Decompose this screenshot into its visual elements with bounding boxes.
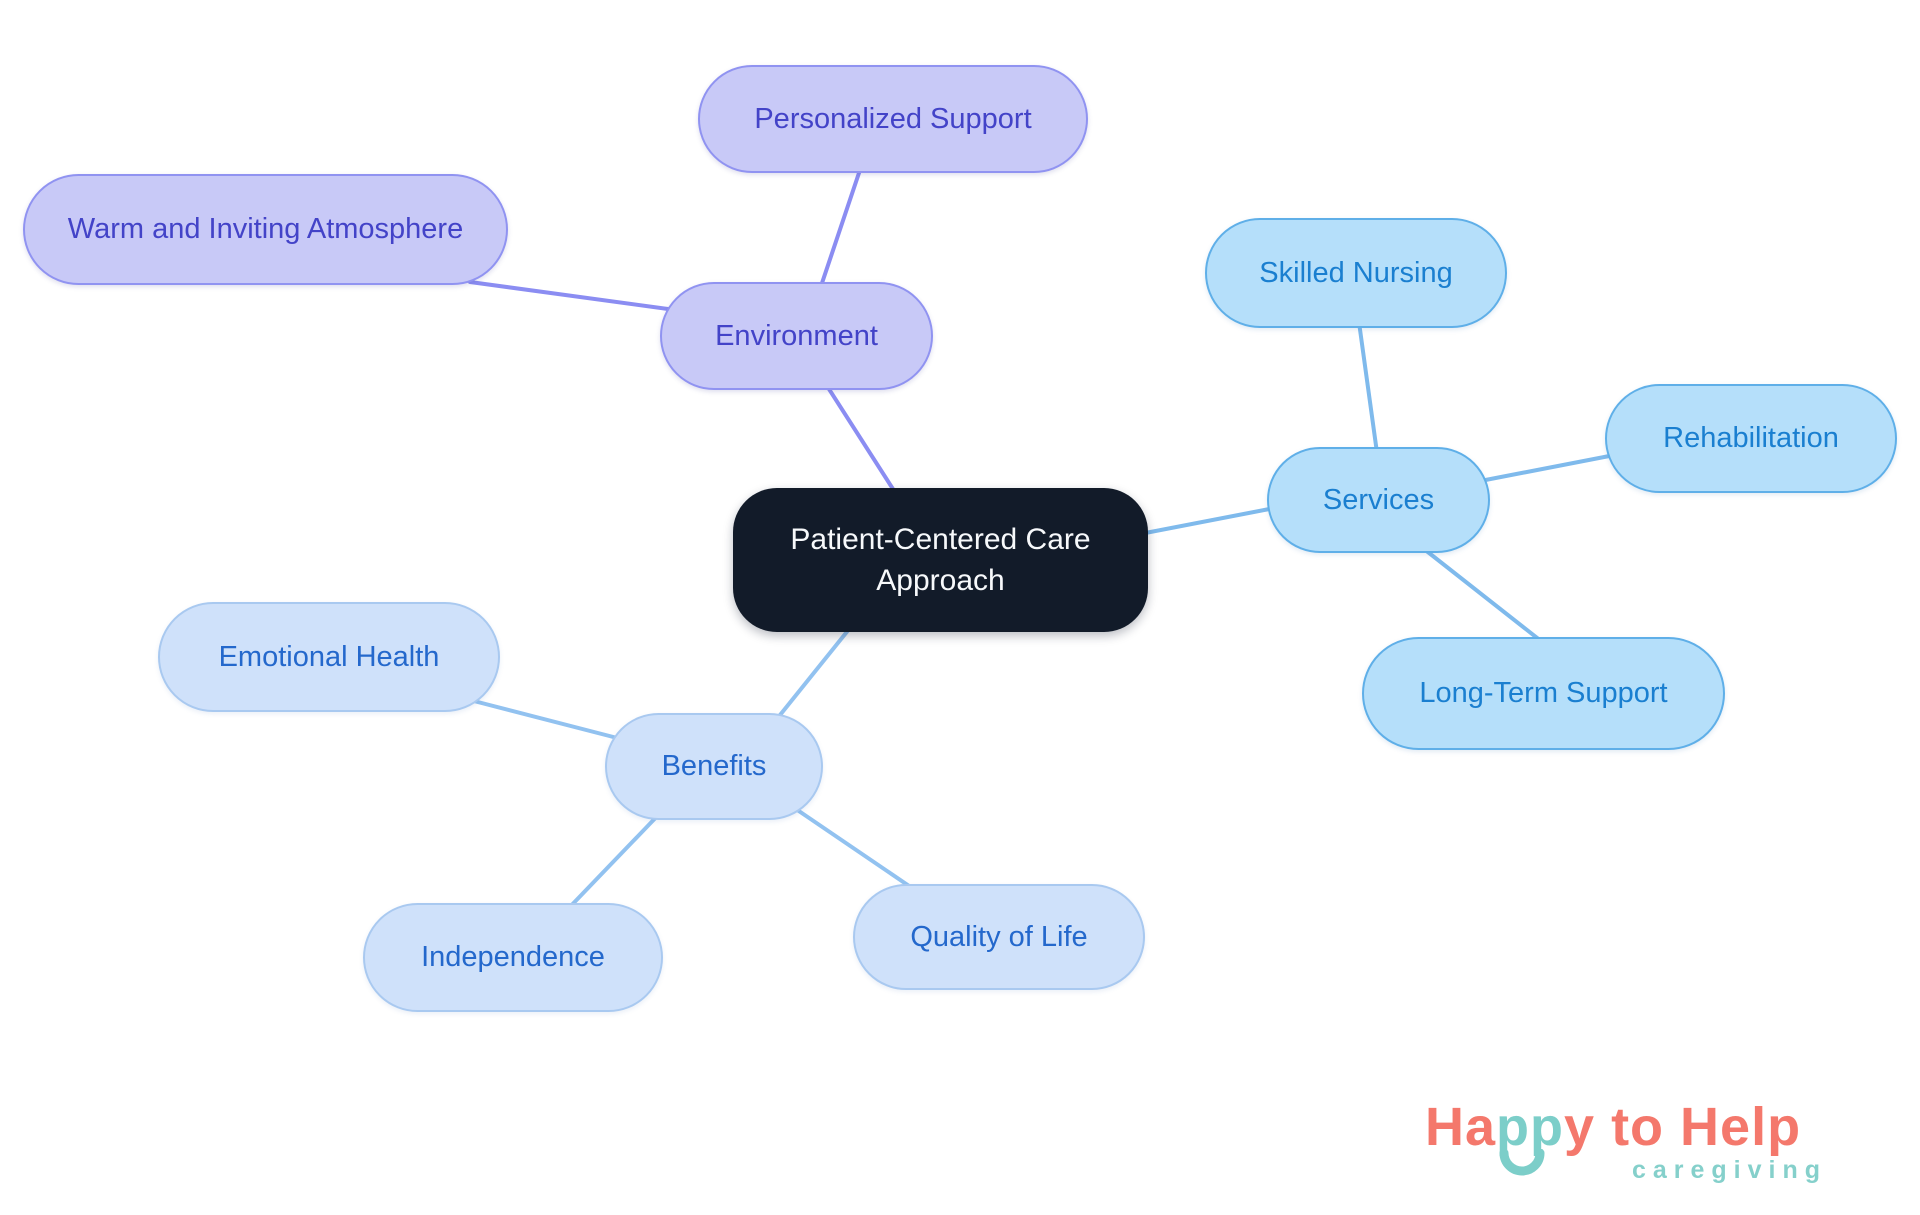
edge-central-environment	[818, 373, 902, 502]
edge-services-skilled	[1356, 313, 1380, 462]
logo-text-to-help: to Help	[1595, 1097, 1802, 1157]
edge-environment-personalized	[816, 153, 867, 297]
smile-icon	[1499, 1149, 1545, 1176]
central-topic-label: Patient-Centered Care Approach	[790, 523, 1091, 597]
node-long-term-support: Long-Term Support	[1362, 637, 1725, 750]
edge-benefits-emotional	[468, 698, 627, 742]
node-central-topic: Patient-Centered Care Approach	[733, 488, 1148, 632]
quality-of-life-label: Quality of Life	[910, 920, 1088, 953]
edge-benefits-quality	[788, 803, 917, 892]
benefits-label: Benefits	[661, 750, 767, 782]
node-personalized-support: Personalized Support	[698, 65, 1088, 173]
edge-environment-warm	[468, 280, 692, 314]
personalized-support-label: Personalized Support	[754, 102, 1032, 135]
services-label: Services	[1322, 483, 1435, 516]
independence-label: Independence	[421, 941, 605, 973]
skilled-nursing-label: Skilled Nursing	[1259, 256, 1453, 289]
logo-text-ha: Ha	[1425, 1097, 1497, 1157]
edge-central-benefits	[770, 616, 860, 727]
node-benefits: Benefits	[605, 713, 823, 820]
edge-services-longterm	[1408, 536, 1557, 654]
rehabilitation-label: Rehabilitation	[1663, 422, 1839, 454]
edge-benefits-independence	[563, 806, 667, 914]
node-environment: Environment	[660, 282, 933, 390]
warm-inviting-atmosphere-label: Warm and Inviting Atmosphere	[67, 213, 464, 245]
emotional-health-label: Emotional Health	[218, 640, 440, 673]
logo-pp-letters: pp	[1496, 1097, 1565, 1157]
node-independence: Independence	[363, 903, 663, 1012]
logo-text-y: y	[1564, 1097, 1596, 1157]
node-warm-inviting-atmosphere: Warm and Inviting Atmosphere	[23, 174, 508, 285]
edge-central-services	[1133, 503, 1292, 537]
node-emotional-health: Emotional Health	[158, 602, 500, 712]
logo-text-pp: pp	[1496, 1097, 1565, 1176]
node-skilled-nursing: Skilled Nursing	[1205, 218, 1507, 328]
logo-tagline: caregiving	[1631, 1156, 1827, 1184]
edge-services-rehabilitation	[1468, 450, 1632, 485]
node-services: Services	[1267, 447, 1490, 553]
long-term-support-label: Long-Term Support	[1419, 677, 1668, 709]
node-rehabilitation: Rehabilitation	[1605, 384, 1897, 493]
environment-label: Environment	[715, 319, 878, 352]
node-quality-of-life: Quality of Life	[853, 884, 1145, 990]
